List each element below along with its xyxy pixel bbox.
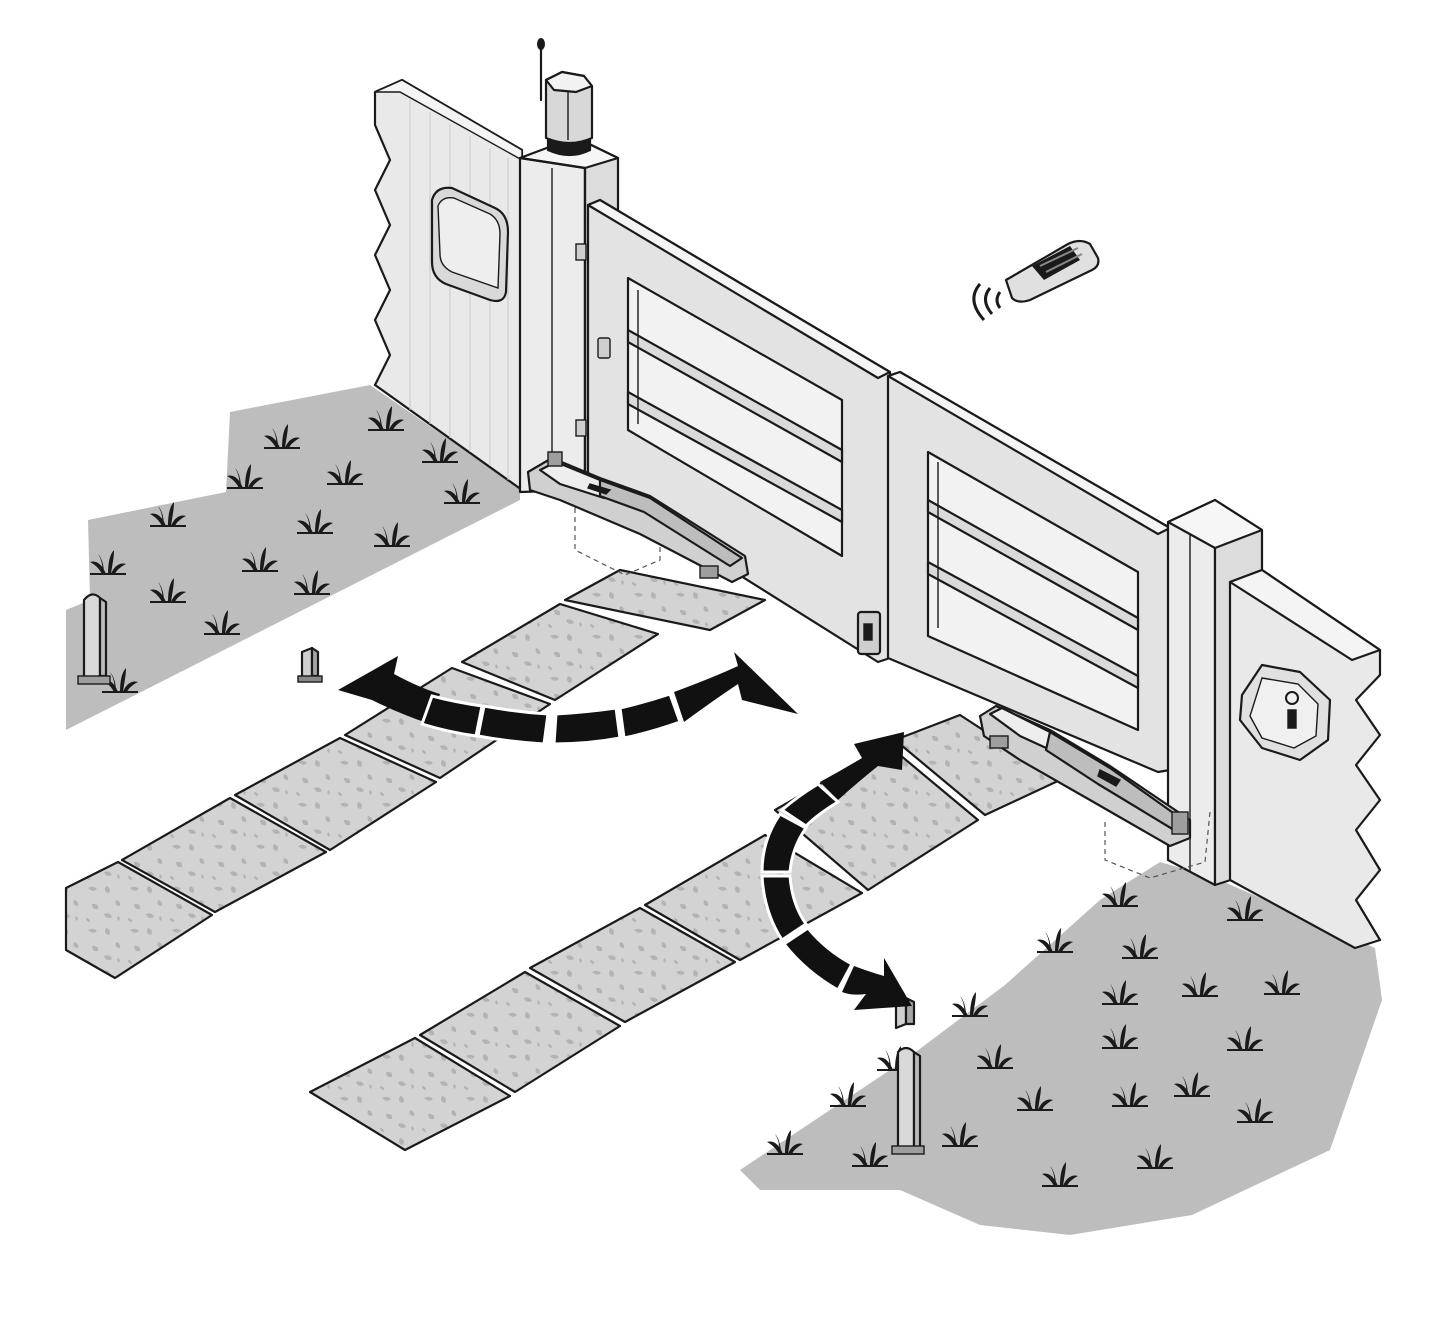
flashing-lamp-icon — [537, 38, 594, 157]
photocell-post-right-icon — [891, 1046, 925, 1155]
photocell-post-left-icon — [77, 593, 111, 685]
hinges — [575, 243, 611, 437]
left-gate-actuator — [526, 451, 750, 584]
left-lawn — [66, 385, 520, 730]
gate-stop-left-icon — [297, 646, 323, 683]
left-gate-leaf — [586, 198, 892, 664]
left-leaf-swing-arrow — [338, 652, 798, 746]
right-wall — [1228, 568, 1382, 950]
paving-right-track — [308, 713, 1062, 1152]
paving-left-track — [64, 568, 767, 980]
right-gate-leaf — [886, 370, 1172, 774]
remote-transmitter-icon — [972, 239, 1100, 322]
right-leaf-swing-arrow — [760, 732, 912, 1010]
electric-lock-icon — [856, 610, 882, 656]
control-box-icon — [430, 186, 510, 303]
key-switch-icon — [1238, 663, 1332, 762]
right-gate-actuator — [978, 704, 1211, 879]
